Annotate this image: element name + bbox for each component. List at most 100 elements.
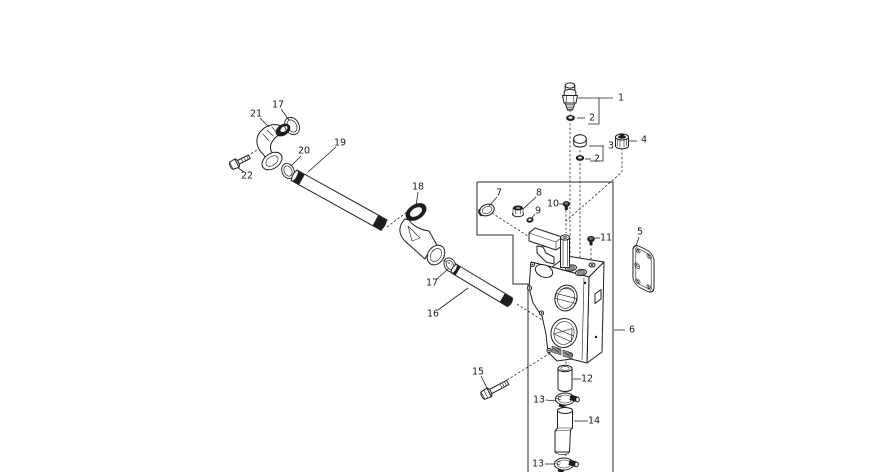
callout-20[interactable]: 20 [290,146,310,167]
part-16-water-tube [450,263,514,308]
callout-label[interactable]: 2 [589,113,595,124]
callout-label[interactable]: 6 [629,325,635,336]
callout-label[interactable]: 18 [412,182,424,193]
leader-line [488,196,498,207]
callout-21[interactable]: 21 [250,109,270,128]
callout-9[interactable]: 9 [530,206,541,220]
leader-line [590,146,604,162]
callout-22[interactable]: 22 [237,167,253,182]
callout-label[interactable]: 14 [588,416,600,427]
center-axis-line [239,147,261,162]
part-15-bolt [480,379,510,400]
callout-label[interactable]: 19 [334,138,346,149]
assembly-boundary-line [476,182,529,472]
part-1-sensor [562,82,578,111]
housing-bracket [528,227,563,265]
part-8-nut [512,205,524,218]
part-13-clamp-upper [555,392,580,409]
callout-label[interactable]: 7 [496,188,502,199]
callout-3[interactable]: 3 [589,141,614,162]
callout-13b[interactable]: 13 [532,459,554,470]
callout-16[interactable]: 16 [427,287,469,320]
part-19-water-tube [290,169,388,231]
callout-18[interactable]: 18 [412,182,424,207]
callout-4[interactable]: 4 [629,135,647,146]
part-3-plug [573,134,587,148]
housing-body [526,227,605,364]
part-10-screw [562,201,570,210]
leader-line [480,375,488,389]
center-axis-line [506,351,553,381]
callout-11[interactable]: 11 [595,233,612,244]
callout-2b[interactable]: 2 [585,154,600,165]
leader-line [307,146,337,173]
callout-1[interactable]: 1 [578,93,624,125]
callout-label[interactable]: 1 [618,93,624,104]
leader-line [259,117,270,128]
callout-label[interactable]: 16 [427,309,439,320]
part-22-bolt [228,154,251,170]
callout-10[interactable]: 10 [547,199,563,210]
part-2-washer-upper [566,115,575,121]
callout-19[interactable]: 19 [307,138,346,173]
callout-label[interactable]: 11 [600,233,612,244]
callout-label[interactable]: 13 [532,459,544,470]
leader-line [280,108,290,121]
housing-upper-port [554,284,578,312]
center-axis-line [491,212,546,248]
callout-15[interactable]: 15 [472,367,488,389]
part-14-hose [554,407,573,455]
leader-line [290,155,302,167]
callout-label[interactable]: 17 [426,278,438,289]
callout-5[interactable]: 5 [635,227,643,247]
part-2-washer-lower [575,155,585,161]
housing-lower-port [550,318,578,348]
callout-17b[interactable]: 17 [426,268,449,289]
part-13-clamp-lower [554,457,579,472]
callout-label[interactable]: 2 [594,154,600,165]
callout-8[interactable]: 8 [522,188,542,210]
callout-6[interactable]: 6 [614,325,635,336]
part-18-elbow-fitting [399,203,446,266]
callout-label[interactable]: 9 [535,206,541,217]
leader-line [436,268,449,280]
part-7-plug [478,203,495,217]
part-11-screw [587,235,595,245]
part-9-washer [526,217,534,223]
callout-label[interactable]: 22 [241,171,253,182]
callout-2a[interactable]: 2 [577,113,595,124]
center-axis-line [565,148,623,222]
part-5-gasket [632,245,655,293]
callout-label[interactable]: 8 [536,188,542,199]
leader-line [635,236,640,247]
callout-label[interactable]: 5 [637,227,643,238]
callout-13a[interactable]: 13 [533,395,557,406]
callout-17a[interactable]: 17 [272,100,290,121]
callout-label[interactable]: 3 [608,141,614,152]
callout-label[interactable]: 17 [272,100,284,111]
part-21-elbow-fitting [256,123,291,171]
leader-line [530,213,536,220]
leader-line [237,167,245,173]
callout-label[interactable]: 4 [641,135,647,146]
callout-label[interactable]: 20 [298,146,310,157]
housing-post [560,234,570,268]
callout-label[interactable]: 21 [250,109,262,120]
callout-14[interactable]: 14 [574,416,600,427]
callout-label[interactable]: 10 [547,199,559,210]
leader-line [415,191,419,207]
callout-7[interactable]: 7 [488,188,502,207]
leader-line [437,287,469,311]
boundary-layer [476,181,614,472]
callout-label[interactable]: 13 [533,395,545,406]
parts-layer [228,82,655,472]
part-12-fitting [557,364,573,392]
callout-label[interactable]: 15 [472,367,484,378]
callout-12[interactable]: 12 [573,374,593,385]
leader-line [545,399,557,402]
leader-line [522,196,537,210]
callout-label[interactable]: 12 [581,374,593,385]
